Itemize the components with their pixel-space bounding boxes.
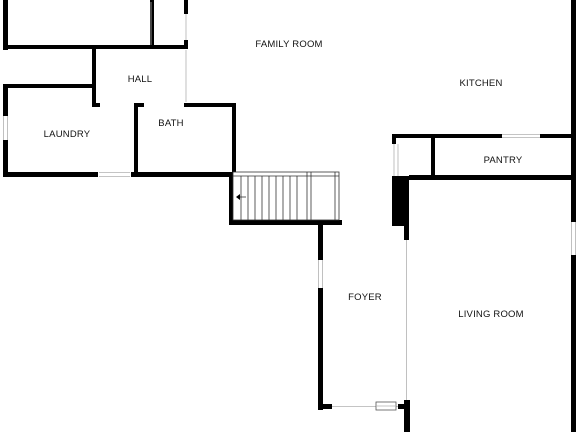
wall-right-upper	[571, 0, 576, 222]
wall-bath-top	[184, 103, 236, 107]
wall-laundry-top	[3, 84, 96, 88]
wall-stair-bottom	[229, 220, 342, 225]
walls	[3, 0, 576, 432]
label-pantry: PANTRY	[484, 155, 523, 166]
label-laundry: LAUNDRY	[44, 129, 91, 140]
staircase	[232, 171, 340, 221]
wall-stair-left	[229, 177, 233, 225]
label-kitchen: KITCHEN	[459, 78, 502, 89]
wall-pantry-top-left	[392, 134, 502, 138]
wall-pantry-divider	[431, 134, 435, 178]
wall-partition-block	[392, 176, 409, 226]
windows	[2, 2, 576, 411]
wall-pantry-bottom	[409, 175, 576, 180]
label-hall: HALL	[128, 74, 153, 85]
wall-right-lower	[571, 255, 576, 432]
wall-pantry-top-right	[540, 134, 576, 138]
wall-hall-bottom-stub	[92, 103, 100, 107]
stair-direction-arrow-icon	[236, 194, 240, 200]
wall-closet-right	[184, 0, 188, 14]
label-family-room: FAMILY ROOM	[255, 39, 322, 50]
label-foyer: FOYER	[348, 292, 382, 303]
wall-closet-right-low	[184, 40, 188, 48]
wall-foyer-left-upper	[318, 220, 323, 260]
wall-laundry-bottom	[3, 172, 99, 177]
wall-foyer-left-lower	[318, 288, 323, 410]
wall-closet-left	[150, 0, 154, 48]
wall-foyer-right-lower	[404, 400, 410, 432]
wall-kitchen-left-stub	[392, 134, 396, 144]
label-living-room: LIVING ROOM	[458, 309, 524, 320]
wall-left-upper	[3, 0, 8, 50]
label-bath: BATH	[158, 118, 183, 129]
wall-bath-right	[232, 103, 236, 177]
room-labels: FAMILY ROOM HALL KITCHEN LAUNDRY BATH PA…	[44, 39, 524, 320]
stair-treads	[240, 176, 298, 220]
wall-hall-left	[92, 45, 96, 107]
wall-bath-bottom	[131, 172, 240, 177]
wall-bath-left	[134, 103, 138, 177]
wall-bath-top-left	[134, 103, 144, 107]
wall-foyer-bottom-left	[318, 404, 332, 409]
